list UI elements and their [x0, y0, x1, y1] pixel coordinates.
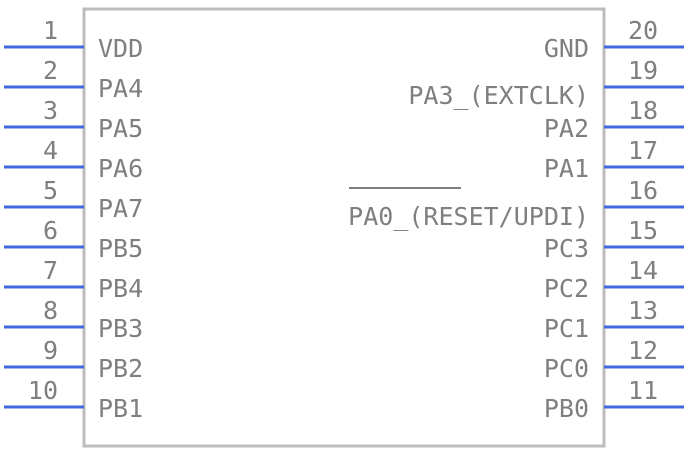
left-pin-6: 6 PB5	[4, 216, 143, 263]
left-pin-3: 3 PA5	[4, 96, 143, 143]
pin-number: 19	[628, 56, 658, 85]
pin-number: 2	[43, 56, 58, 85]
pin-label: PA6	[98, 154, 143, 183]
pin-number: 12	[628, 336, 658, 365]
pin-label: PB5	[98, 234, 143, 263]
pin-number: 4	[43, 136, 58, 165]
pin-label: PC0	[544, 354, 589, 383]
pin-label: PB0	[544, 394, 589, 423]
right-pin-20: 20 GND	[544, 16, 684, 63]
pin-number: 18	[628, 96, 658, 125]
left-pin-8: 8 PB3	[4, 296, 143, 343]
pin-label: PC1	[544, 314, 589, 343]
pin-label: GND	[544, 34, 589, 63]
pin-number: 20	[628, 16, 658, 45]
pin-number: 17	[628, 136, 658, 165]
left-pin-4: 4 PA6	[4, 136, 143, 183]
pin-label: PA2	[544, 114, 589, 143]
left-pin-1: 1 VDD	[4, 16, 143, 63]
pin-label: PA1	[544, 154, 589, 183]
pin-number: 15	[628, 216, 658, 245]
pin-label: VDD	[98, 34, 143, 63]
pin-number: 6	[43, 216, 58, 245]
pin-label: PA5	[98, 114, 143, 143]
pin-number: 5	[43, 176, 58, 205]
pin-label: PA4	[98, 74, 143, 103]
pin-number: 10	[28, 376, 58, 405]
left-pin-7: 7 PB4	[4, 256, 143, 303]
right-pin-18: 18 PA2	[544, 96, 684, 143]
pin-number: 11	[628, 376, 658, 405]
left-pin-2: 2 PA4	[4, 56, 143, 103]
pin-label: PC3	[544, 234, 589, 263]
pin-number: 13	[628, 296, 658, 325]
pin-label: PB1	[98, 394, 143, 423]
pin-label: PC2	[544, 274, 589, 303]
pin-label: PA3_(EXTCLK)	[408, 81, 589, 110]
pin-number: 9	[43, 336, 58, 365]
pin-label: PB3	[98, 314, 143, 343]
right-pin-11: 11 PB0	[544, 376, 684, 423]
right-pin-13: 13 PC1	[544, 296, 684, 343]
pin-label: PB2	[98, 354, 143, 383]
pin-number: 3	[43, 96, 58, 125]
right-pin-14: 14 PC2	[544, 256, 684, 303]
right-pin-16: 16 PA0_(RESET/UPDI)	[348, 176, 684, 231]
pin-number: 1	[43, 16, 58, 45]
ic-body	[82, 7, 606, 448]
right-pin-19: 19 PA3_(EXTCLK)	[408, 56, 684, 110]
right-pin-12: 12 PC0	[544, 336, 684, 383]
left-pin-10: 10 PB1	[4, 376, 143, 423]
pin-number: 16	[628, 176, 658, 205]
pin-label: PA7	[98, 194, 143, 223]
left-pin-9: 9 PB2	[4, 336, 143, 383]
right-pin-17: 17 PA1	[544, 136, 684, 183]
pin-number: 8	[43, 296, 58, 325]
left-pin-5: 5 PA7	[4, 176, 143, 223]
pin-number: 14	[628, 256, 658, 285]
pin-label: PB4	[98, 274, 143, 303]
pin-label: PA0_(RESET/UPDI)	[348, 202, 589, 231]
pin-number: 7	[43, 256, 58, 285]
right-pin-15: 15 PC3	[544, 216, 684, 263]
